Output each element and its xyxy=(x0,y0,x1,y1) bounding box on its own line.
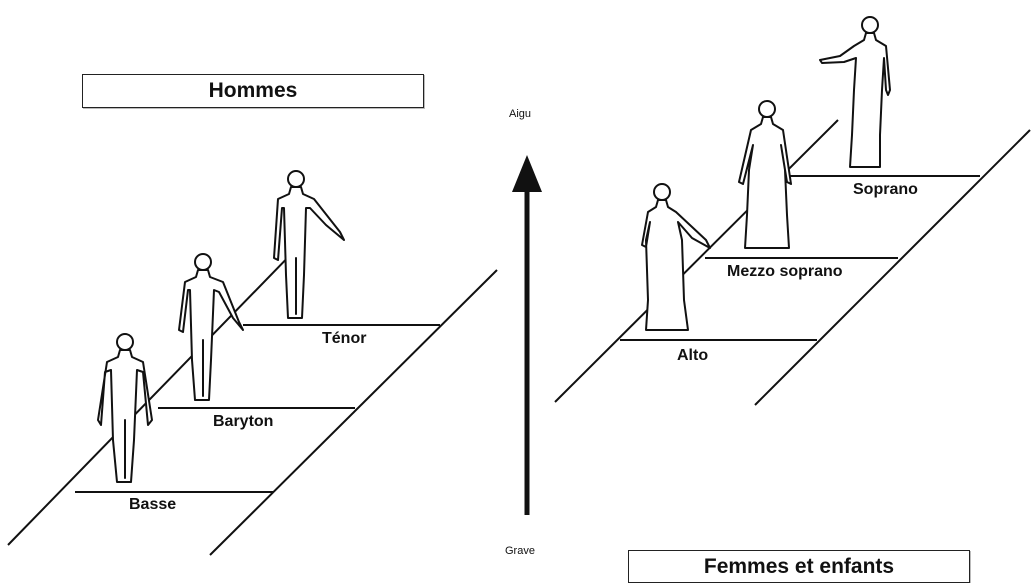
arrow-up-icon xyxy=(512,155,542,515)
woman-figure-icon xyxy=(641,183,711,331)
man-figure-icon xyxy=(97,333,153,483)
voice-label-alto: Alto xyxy=(677,347,709,364)
men-staircase xyxy=(7,244,498,556)
women-stair-left-rail xyxy=(554,119,839,403)
men-title-box: Hommes xyxy=(82,74,424,108)
voice-label-baryton: Baryton xyxy=(213,413,274,430)
women-staircase xyxy=(554,119,1031,406)
pitch-low-label: Grave xyxy=(505,545,535,557)
women-title-box: Femmes et enfants xyxy=(628,550,970,583)
voice-label-mezzo-soprano: Mezzo soprano xyxy=(727,263,843,280)
women-stair-right-rail xyxy=(754,129,1031,406)
woman-figure-icon xyxy=(738,100,792,249)
voice-label-soprano: Soprano xyxy=(853,181,918,198)
men-stair-right-rail xyxy=(209,269,498,556)
pitch-high-label: Aigu xyxy=(509,108,532,120)
men-stair-left-rail xyxy=(7,244,301,546)
voice-label-basse: Basse xyxy=(129,496,177,513)
man-figure-icon xyxy=(273,170,345,319)
women-title: Femmes et enfants xyxy=(703,554,895,578)
voice-label-tenor: Ténor xyxy=(322,330,367,347)
woman-figure-icon xyxy=(819,16,891,168)
men-title: Hommes xyxy=(208,79,298,102)
man-figure-icon xyxy=(178,253,244,401)
